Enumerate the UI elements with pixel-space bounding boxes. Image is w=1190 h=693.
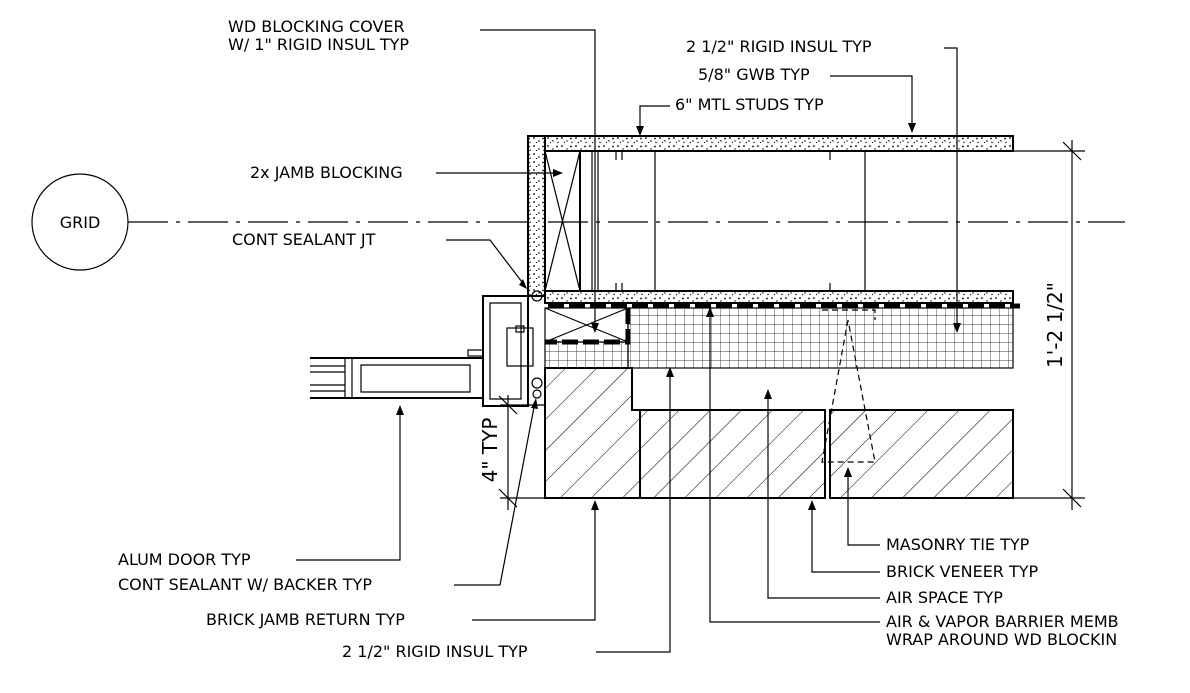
dim-4typ: 4" TYP	[478, 395, 545, 510]
label-air-space: AIR SPACE TYP	[886, 588, 1003, 607]
wd-blocking-cover	[544, 307, 629, 343]
leaders-bottom	[296, 310, 880, 653]
label-wd-blocking-2: W/ 1" RIGID INSUL TYP	[228, 35, 409, 54]
metal-studs	[591, 151, 866, 291]
arrowheads	[396, 123, 961, 510]
label-mtl-studs: 6" MTL STUDS TYP	[675, 95, 824, 114]
alum-door-frame	[310, 295, 534, 407]
label-gwb: 5/8" GWB TYP	[698, 65, 810, 84]
sealant-jt-top	[531, 290, 543, 302]
brick-veneer-1	[639, 409, 826, 499]
masonry-tie	[821, 309, 876, 463]
leaders-top	[436, 29, 958, 330]
gwb-return	[527, 135, 546, 297]
sheathing	[544, 290, 1014, 304]
label-barrier-2: WRAP AROUND WD BLOCKIN	[886, 630, 1117, 649]
gwb-top	[527, 135, 1014, 152]
label-brick-veneer: BRICK VENEER TYP	[886, 562, 1039, 581]
grid-label: GRID	[60, 213, 101, 232]
label-alum-door: ALUM DOOR TYP	[118, 550, 251, 569]
grid-bubble: GRID	[31, 173, 129, 271]
label-jamb-blocking: 2x JAMB BLOCKING	[250, 163, 403, 182]
sealant-backer	[531, 377, 543, 389]
label-cont-sealant-backer: CONT SEALANT W/ BACKER TYP	[118, 575, 372, 594]
dim-4typ-text: 4" TYP	[478, 418, 502, 483]
brick-veneer-2	[829, 409, 1014, 499]
brick-jamb-return	[544, 367, 641, 499]
jamb-blocking	[544, 150, 581, 292]
label-brick-jamb-return: BRICK JAMB RETURN TYP	[206, 610, 405, 629]
label-rigid-insul-top: 2 1/2" RIGID INSUL TYP	[686, 37, 872, 56]
dim-overall: 1'-2 1/2"	[1013, 140, 1085, 510]
label-rigid-insul-bottom: 2 1/2" RIGID INSUL TYP	[342, 642, 528, 661]
label-wd-blocking-1: WD BLOCKING COVER	[228, 17, 405, 36]
dim-overall-text: 1'-2 1/2"	[1043, 282, 1067, 368]
rigid-insulation	[627, 307, 1014, 369]
label-masonry-tie: MASONRY TIE TYP	[886, 535, 1030, 554]
label-cont-sealant-jt: CONT SEALANT JT	[232, 230, 376, 249]
label-barrier-1: AIR & VAPOR BARRIER MEMB	[886, 612, 1119, 631]
